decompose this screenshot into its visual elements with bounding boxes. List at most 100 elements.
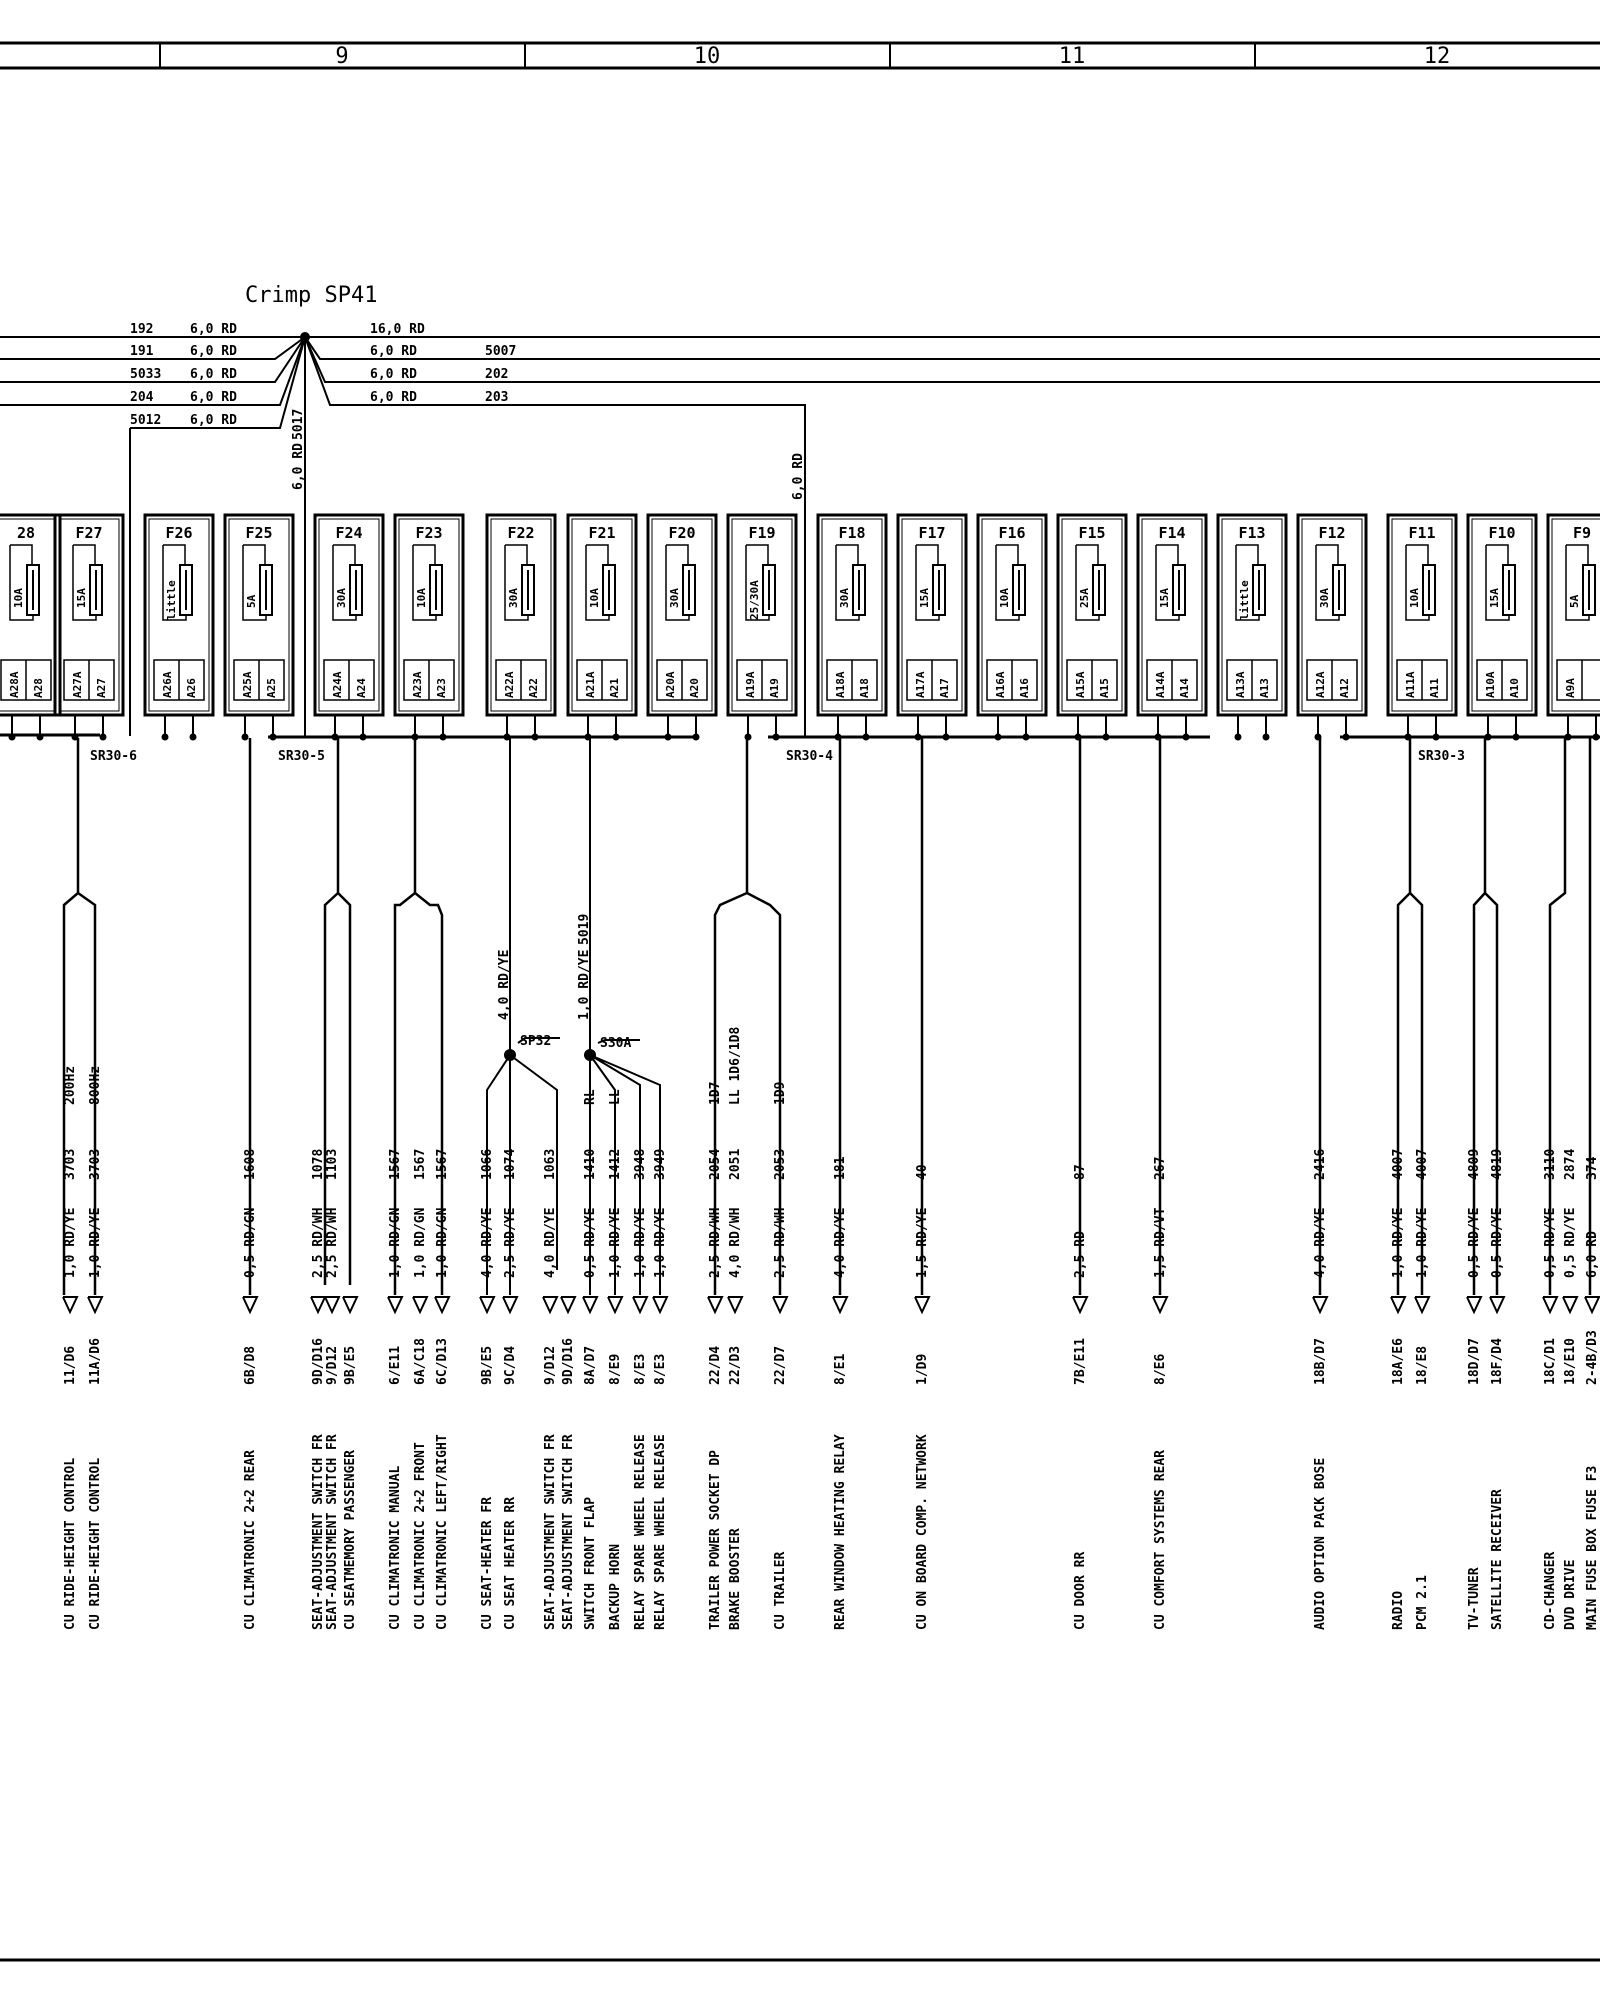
fuse-pin: A17 <box>938 678 951 698</box>
input-wire-spec: 6,0 RD <box>190 367 237 382</box>
fuse-label: F11 <box>1408 524 1435 542</box>
circuit-location: 11A/D6 <box>88 1338 103 1385</box>
circuit-wire-number: 4809 <box>1467 1149 1482 1180</box>
circuit-location: 9B/E5 <box>480 1346 495 1385</box>
fuse-label: F15 <box>1078 524 1105 542</box>
circuit-wire-spec: 4,0 RD/YE <box>480 1208 495 1278</box>
circuit-wire-spec: 1,0 RD/YE <box>88 1208 103 1278</box>
fuse-pin: A14 <box>1178 678 1191 698</box>
circuit-location: 7B/E11 <box>1073 1338 1088 1385</box>
harness-branches <box>62 738 1567 1295</box>
circuit-wire-number: 1103 <box>325 1149 340 1180</box>
circuit-wire-spec: 4,0 RD/YE <box>833 1208 848 1278</box>
circuit-location: 9D/D16 <box>561 1338 576 1385</box>
fuse-label: F9 <box>1573 524 1591 542</box>
feed-wire-spec: 6,0 RD <box>291 443 306 490</box>
circuit-location: 1/D9 <box>915 1354 930 1385</box>
circuit-wire-spec: 0,5 RD/GN <box>243 1207 258 1278</box>
fuse-pin: A13 <box>1258 678 1271 698</box>
circuit-extra: 200Hz <box>63 1066 78 1105</box>
circuit-description: CU CLIMATRONIC LEFT/RIGHT <box>435 1434 450 1630</box>
circuit-wire-spec: 1,0 RD/YE <box>1415 1208 1430 1278</box>
fuse-label: F10 <box>1488 524 1515 542</box>
circuit-location: 8A/D7 <box>583 1346 598 1385</box>
circuit-wire-number: 2051 <box>728 1149 743 1180</box>
circuit-wire-spec: 2,5 RD/WH <box>311 1208 326 1278</box>
circuit-wire-spec: 1,0 RD/GN <box>388 1207 403 1278</box>
fuse-pin: A19 <box>768 678 781 698</box>
circuit-wire-number: 40 <box>915 1164 930 1180</box>
output-wire-number: 203 <box>485 390 508 405</box>
circuit-location: 22/D4 <box>708 1346 723 1385</box>
fuse-pin: A10 <box>1508 678 1521 698</box>
bus-label: SR30-6 <box>90 749 137 764</box>
circuit-wire-spec: 4,0 RD/YE <box>543 1208 558 1278</box>
fuse-label: F18 <box>838 524 865 542</box>
fuse-pin: A25A <box>241 671 254 698</box>
bus-label: SR30-3 <box>1418 749 1465 764</box>
fuse-rating: 10A <box>998 588 1011 608</box>
circuit-extra: LL <box>608 1089 623 1105</box>
fuse-pin: A25 <box>265 678 278 698</box>
circuit-extra: LL 1D6/1D8 <box>728 1027 743 1105</box>
circuit-wire-spec: 2,5 RD/WH <box>325 1208 340 1278</box>
feed-wire-spec: 6,0 RD <box>791 453 806 500</box>
input-wire-spec: 6,0 RD <box>190 413 237 428</box>
fuse-rating: 15A <box>1158 588 1171 608</box>
fuse-pin: A14A <box>1154 671 1167 698</box>
input-wire-number: 5012 <box>130 413 161 428</box>
circuit-wire-spec: 1,0 RD/YE <box>653 1208 668 1278</box>
circuit-wire-number: 1063 <box>543 1149 558 1180</box>
fuse-rating: little <box>165 580 178 620</box>
fuse-rating: 30A <box>838 588 851 608</box>
circuit-wire-spec: 2,5 RD <box>1073 1231 1088 1278</box>
fuse-rating: 10A <box>588 588 601 608</box>
circuit-extra: RL <box>583 1089 598 1105</box>
fuse-pin: A12A <box>1314 671 1327 698</box>
fuse-label: F14 <box>1158 524 1185 542</box>
circuit-description: BACKUP HORN <box>608 1544 623 1630</box>
output-wire-spec: 16,0 RD <box>370 322 425 337</box>
circuit-location: 18A/E6 <box>1391 1338 1406 1385</box>
output-wire-number: 5007 <box>485 344 516 359</box>
circuit-location: 22/D3 <box>728 1346 743 1385</box>
input-wire-number: 192 <box>130 322 153 337</box>
circuit-description: SWITCH FRONT FLAP <box>583 1497 598 1630</box>
circuit-description: SEAT-ADJUSTMENT SWITCH FR <box>325 1434 340 1630</box>
fuse-label: F27 <box>75 524 102 542</box>
circuit-description: CU RIDE-HEIGHT CONTROL <box>88 1458 103 1630</box>
circuit-location: 9/D12 <box>325 1346 340 1385</box>
fuse-f14: F14 15A A14A A14 <box>1136 513 1208 741</box>
circuit-wire-spec: 1,0 RD/GN <box>413 1207 428 1278</box>
circuit-description: CU SEATMEMORY PASSENGER <box>343 1450 358 1630</box>
fuse-label: F23 <box>415 524 442 542</box>
feed-wire-number: 5017 <box>291 409 306 440</box>
fuse-rating: 25A <box>1078 588 1091 608</box>
circuit-location: 18C/D1 <box>1543 1338 1558 1385</box>
fuse-pin: A11A <box>1404 671 1417 698</box>
circuit-wire-number: 1410 <box>583 1149 598 1180</box>
circuit-extra: 1D7 <box>708 1082 723 1105</box>
circuit-description: SATELLITE RECEIVER <box>1490 1489 1505 1630</box>
circuit-wire-number: 2054 <box>708 1149 723 1180</box>
circuit-wire-spec: 0,5 RD/YE <box>1490 1208 1505 1278</box>
circuit-wire-number: 1078 <box>311 1149 326 1180</box>
circuit-wire-number: 2053 <box>773 1149 788 1180</box>
fuse-pin: A24 <box>355 678 368 698</box>
circuit-description: CU CLIMATRONIC MANUAL <box>388 1465 403 1630</box>
fuse-rating: 30A <box>668 588 681 608</box>
circuit-description: SEAT-ADJUSTMENT SWITCH FR <box>311 1434 326 1630</box>
circuit-description: BRAKE BOOSTER <box>728 1528 743 1630</box>
fuse-pin: A28A <box>8 671 21 698</box>
circuit-description: CU COMFORT SYSTEMS REAR <box>1153 1450 1168 1630</box>
